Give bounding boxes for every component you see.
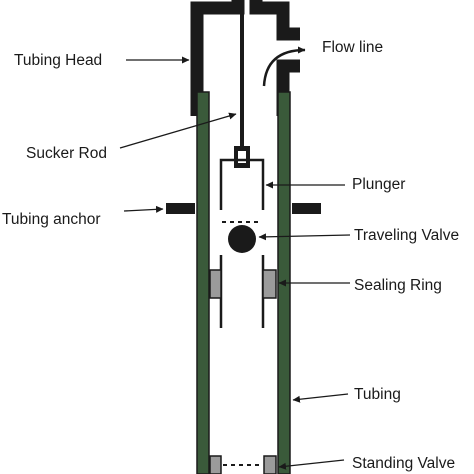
traveling-valve-ball [228,225,256,253]
tubing-head-label: Tubing Head [14,52,102,69]
leader-lines [119,56,351,470]
standing-valve-leader [278,459,345,470]
sucker-rod-label: Sucker Rod [26,145,107,162]
tubing-label: Tubing [354,386,401,403]
traveling-valve-leader [258,233,351,241]
traveling-valve-label: Traveling Valve [354,227,459,244]
tubing-anchor [166,203,321,214]
standing-valve [209,455,277,474]
tubing-anchor-label: Tubing anchor [2,211,101,228]
tubing-anchor-leader [123,205,164,213]
flow-line-label: Flow line [322,39,383,56]
sealing-rings [209,269,277,299]
standing-valve-label: Standing Valve [352,455,455,472]
sucker-rod [240,0,244,146]
flow-arrow [262,46,306,87]
sucker-rod-leader [119,112,237,149]
sealing-ring-label: Sealing Ring [354,277,442,294]
tubing-leader [292,393,349,403]
plunger-label: Plunger [352,176,405,193]
